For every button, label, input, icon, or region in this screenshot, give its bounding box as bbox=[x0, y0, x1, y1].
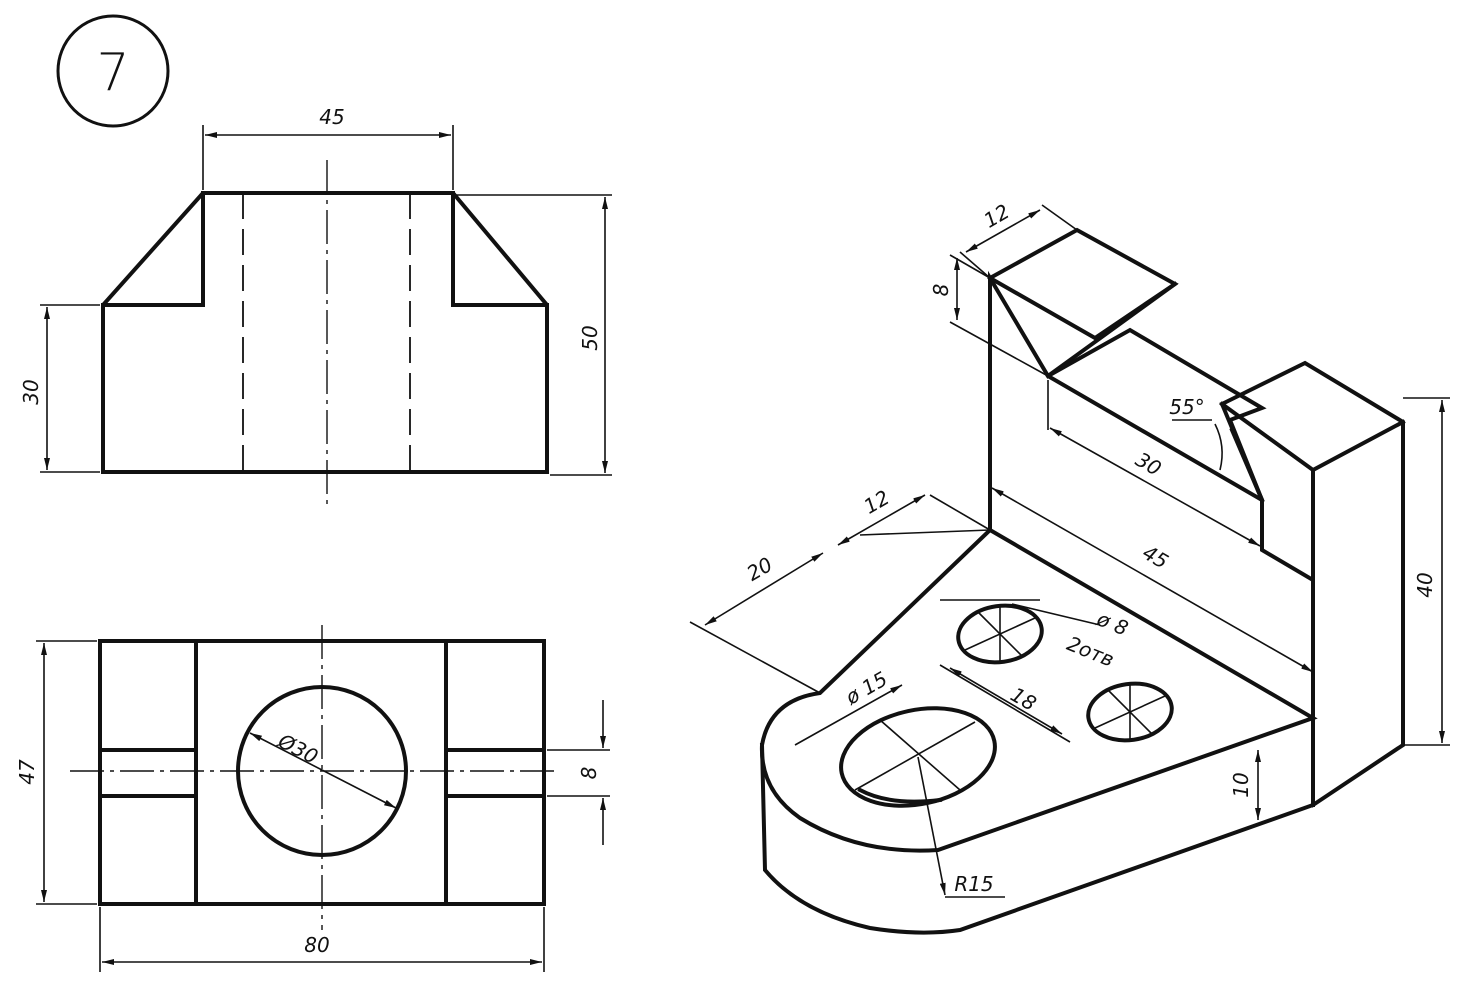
dim-front-height: 50 bbox=[578, 325, 602, 350]
dim-slot-width: 8 bbox=[577, 767, 601, 780]
dim-iso-large-hole: ø 15 bbox=[841, 667, 892, 710]
front-view: 45 50 30 bbox=[19, 105, 612, 505]
dim-iso-height: 40 bbox=[1413, 572, 1437, 597]
dim-hole-dia: Ø30 bbox=[273, 728, 321, 769]
dim-iso-slot-length: 30 bbox=[1131, 447, 1165, 481]
dim-iso-hole-spacing: 18 bbox=[1006, 682, 1040, 716]
dim-iso-edge-20: 20 bbox=[742, 552, 776, 586]
dim-front-base-height: 30 bbox=[19, 379, 43, 404]
dim-top-depth: 47 bbox=[15, 759, 39, 785]
dim-iso-edge-12: 12 bbox=[859, 485, 893, 519]
dim-iso-base-height: 10 bbox=[1229, 772, 1253, 797]
dim-iso-hole-count: 2отв bbox=[1064, 631, 1118, 671]
isometric-view: 12 8 55° 30 45 40 ø 8 2отв 18 ø bbox=[689, 199, 1450, 935]
dim-iso-top-height: 8 bbox=[929, 284, 953, 297]
drawing-number: 7 bbox=[96, 43, 129, 103]
drawing-number-badge: 7 bbox=[56, 14, 170, 128]
dim-iso-radius: R15 bbox=[954, 872, 993, 896]
dim-iso-angle: 55° bbox=[1169, 395, 1204, 419]
dim-iso-length: 45 bbox=[1138, 540, 1172, 574]
dim-top-length: 80 bbox=[304, 933, 329, 957]
dim-front-width: 45 bbox=[319, 105, 344, 129]
top-view: Ø30 47 80 8 bbox=[15, 625, 610, 972]
